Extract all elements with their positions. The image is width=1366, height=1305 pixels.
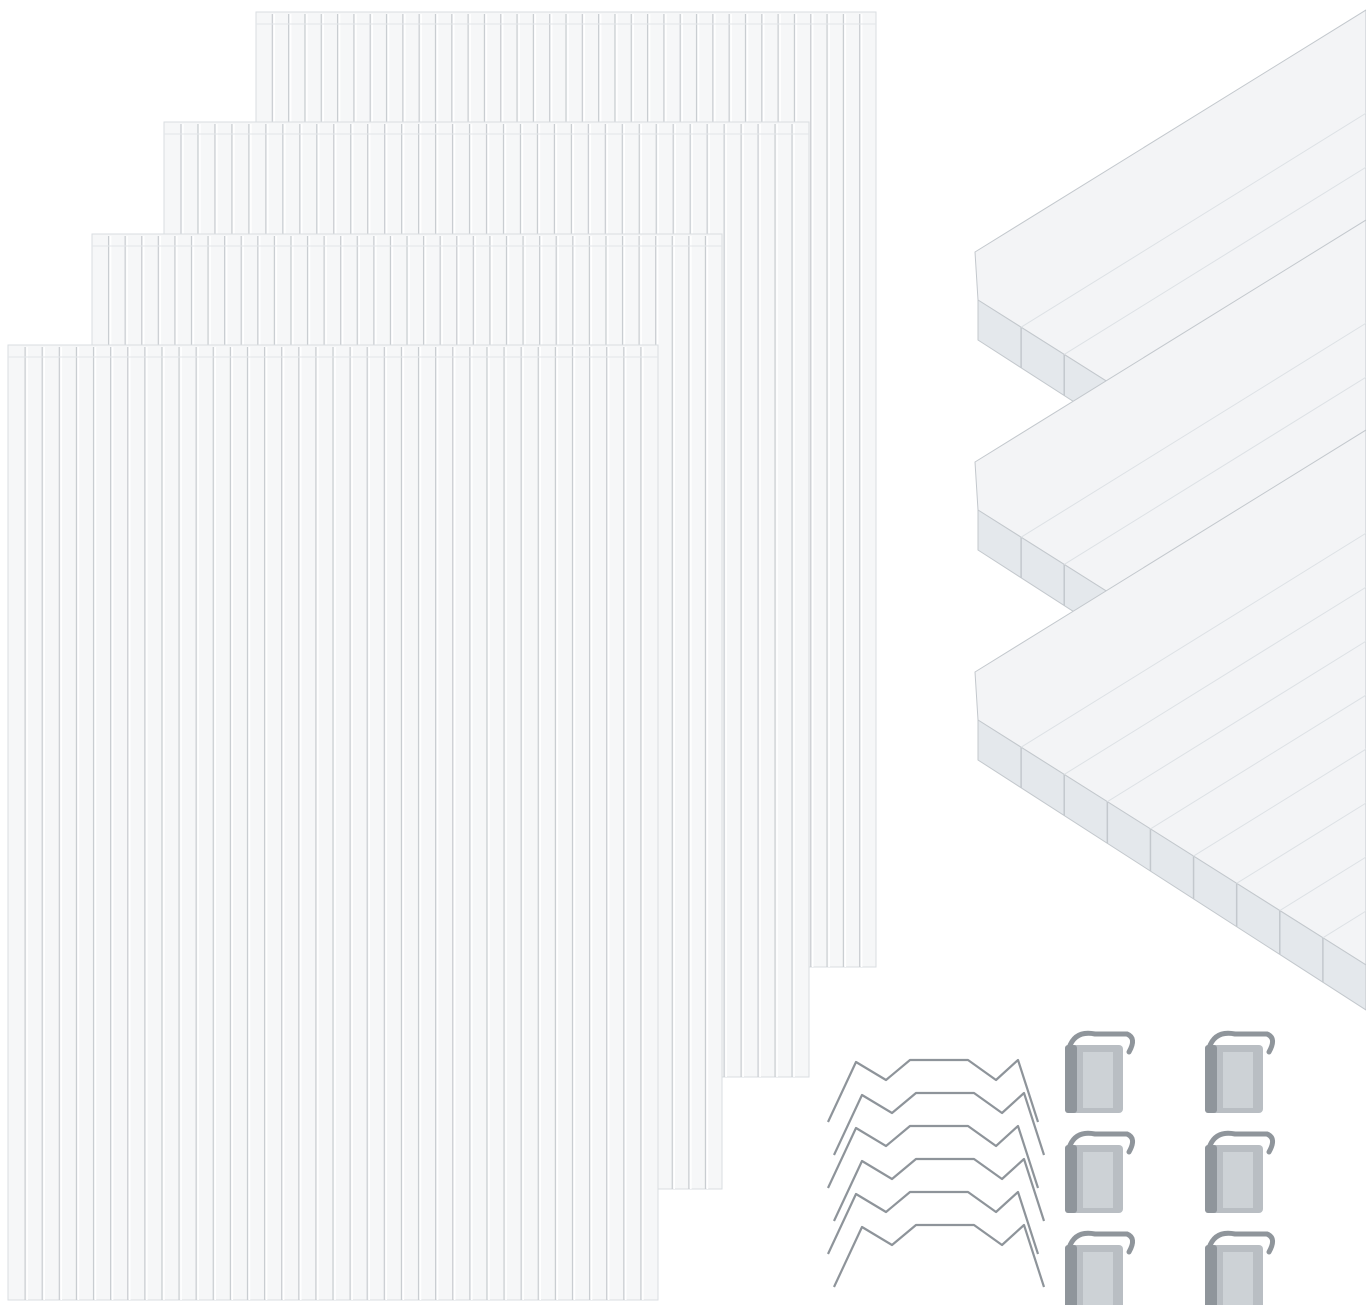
metal-clip: [1205, 1030, 1275, 1113]
metal-clip: [1065, 1130, 1135, 1213]
metal-clip: [1205, 1130, 1275, 1213]
clip-hook: [1206, 1130, 1275, 1155]
flat-panel: [7, 344, 659, 1301]
clip-side: [1065, 1145, 1077, 1213]
clip-highlight: [1223, 1252, 1253, 1305]
sheet-top-rib: [1020, 532, 1366, 748]
clip-side: [1065, 1045, 1077, 1113]
metal-clip: [1065, 1230, 1135, 1305]
wire-clip: [827, 1190, 1040, 1255]
clip-hook: [1066, 1030, 1135, 1055]
clip-hook: [1066, 1230, 1135, 1255]
sheet-top-rib: [1279, 856, 1366, 911]
sheet-top-rib: [1063, 586, 1366, 775]
stacked-polycarbonate-panels: [7, 11, 877, 1301]
clip-highlight: [1223, 1052, 1253, 1108]
clip-hook: [1066, 1130, 1135, 1155]
sheet-top-rib: [1020, 112, 1366, 328]
clip-highlight: [1083, 1252, 1113, 1305]
metal-clip: [1065, 1030, 1135, 1113]
sheet-top-rib: [1063, 166, 1366, 355]
perspective-sheet: [974, 429, 1366, 1011]
clip-side: [1205, 1045, 1217, 1113]
clip-highlight: [1083, 1052, 1113, 1108]
wire-clip: [827, 1124, 1040, 1189]
clip-side: [1205, 1145, 1217, 1213]
sheet-top-rib: [1236, 802, 1366, 884]
sheet-top-rib: [1150, 694, 1366, 830]
sheet-top-rib: [1020, 322, 1366, 538]
sheet-top-face: [974, 429, 1366, 966]
perspective-polycarbonate-sheets: [974, 9, 1366, 1011]
metal-glazing-clips: [1065, 1030, 1275, 1305]
sheet-top-rib: [1193, 748, 1366, 857]
wire-clip: [833, 1223, 1046, 1288]
clip-hook: [1206, 1230, 1275, 1255]
clip-hook: [1206, 1030, 1275, 1055]
clip-highlight: [1083, 1152, 1113, 1208]
sheet-top-rib: [1107, 640, 1366, 803]
wire-clip: [833, 1157, 1046, 1222]
metal-clip: [1205, 1230, 1275, 1305]
wire-clip: [833, 1091, 1046, 1156]
clip-highlight: [1223, 1152, 1253, 1208]
w-wire-clips: [827, 1058, 1046, 1288]
wire-clip: [827, 1058, 1040, 1123]
clip-side: [1205, 1245, 1217, 1305]
sheet-top-rib: [1063, 376, 1366, 565]
clip-side: [1065, 1245, 1077, 1305]
